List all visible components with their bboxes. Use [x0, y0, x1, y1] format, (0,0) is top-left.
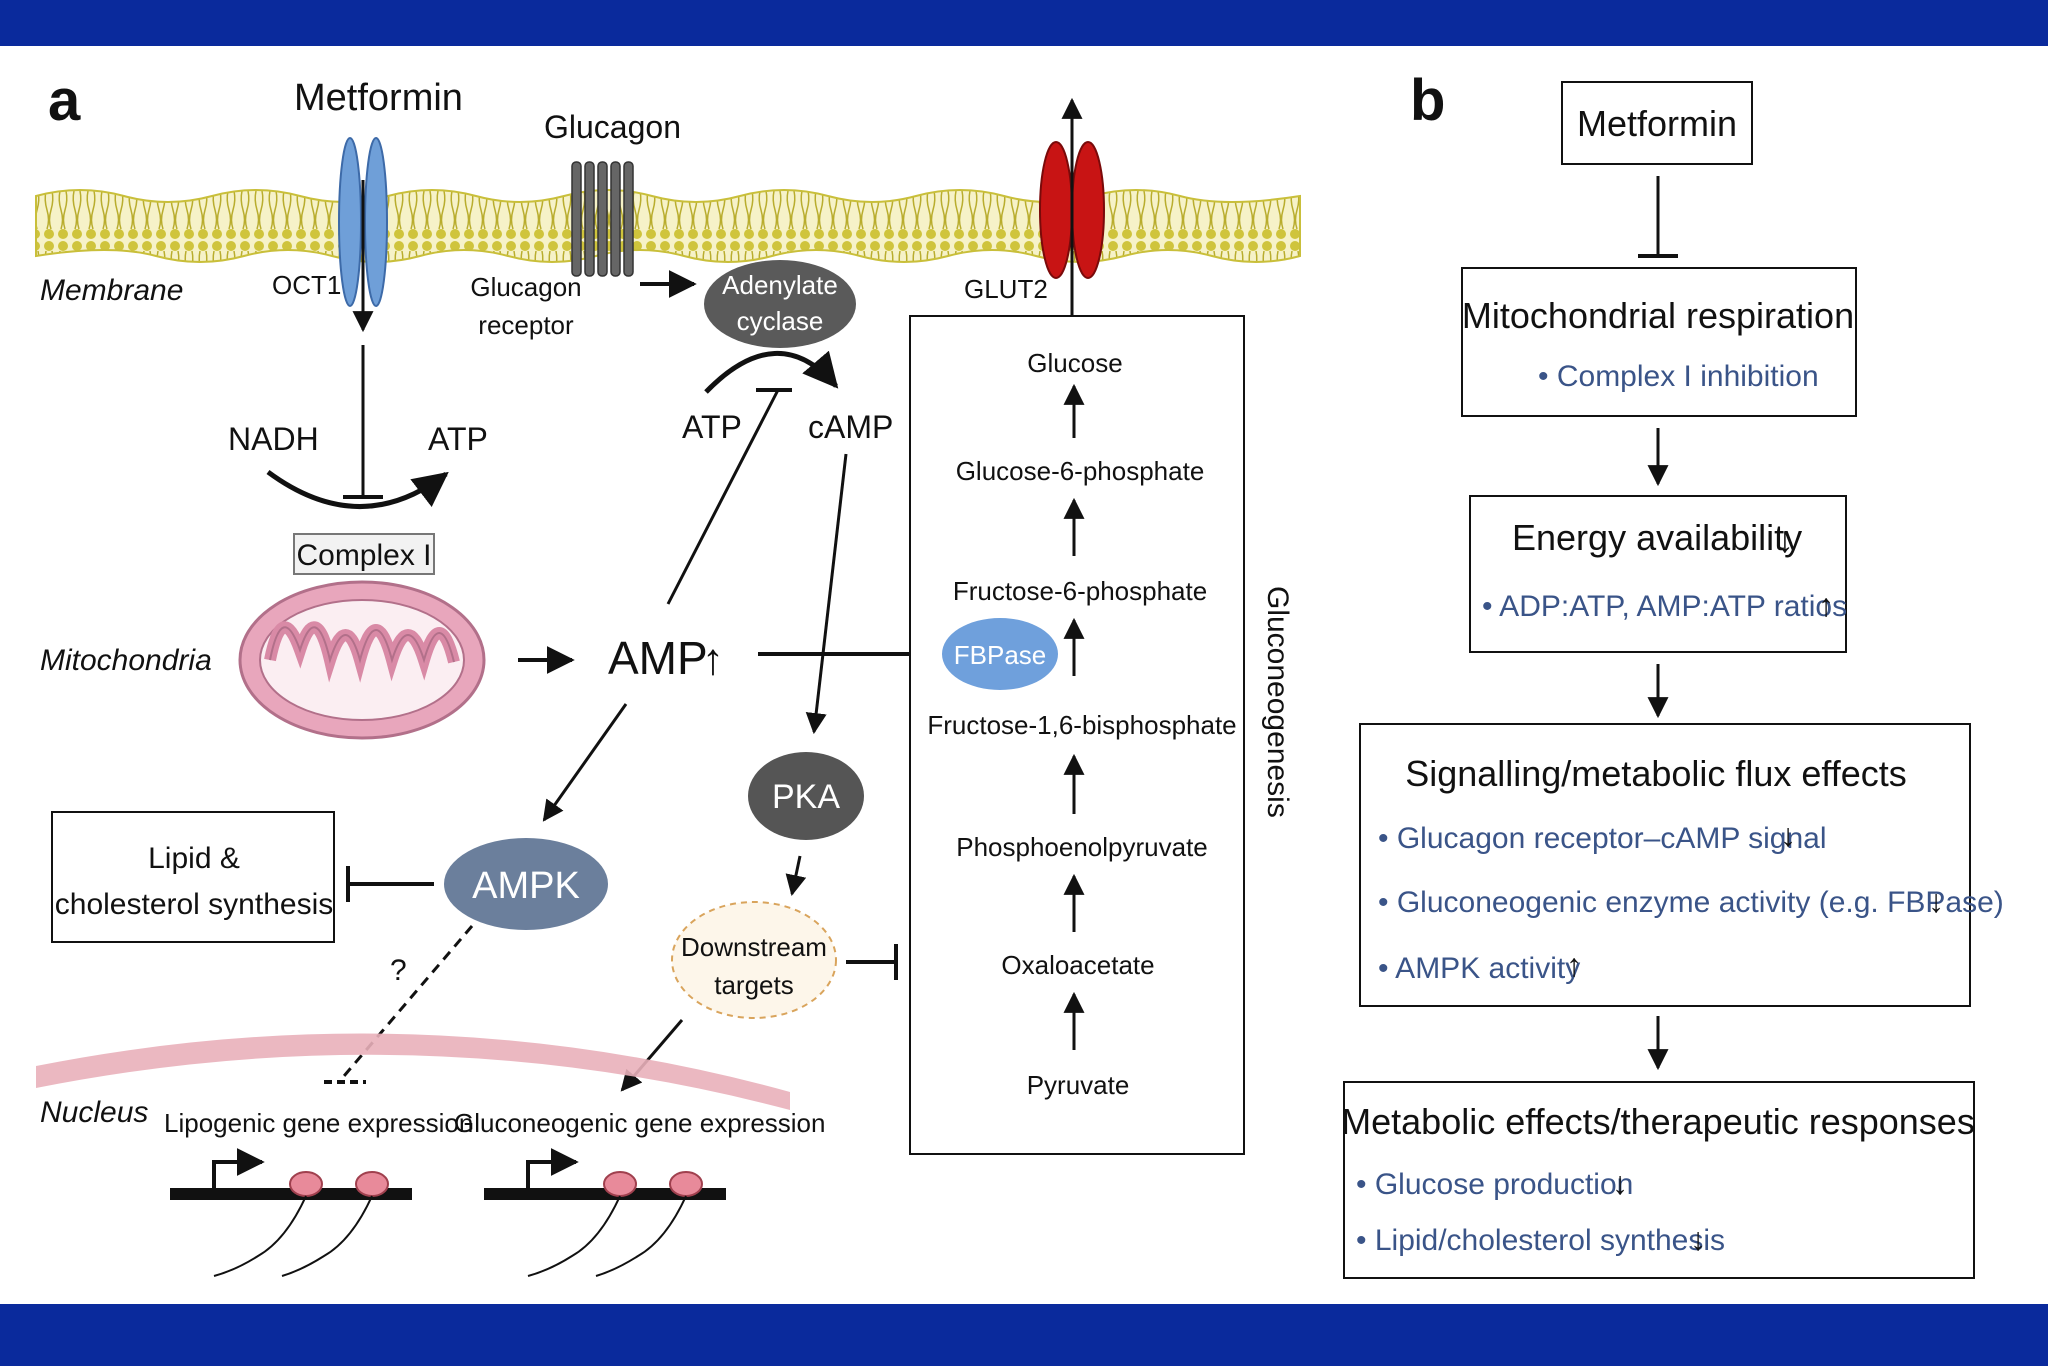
- question-mark: ?: [390, 954, 407, 987]
- pathway-glucose: Glucose: [1027, 348, 1122, 378]
- fbpase-label: FBPase: [954, 640, 1047, 670]
- b-box4-item-1-down-icon: ↓: [1612, 1165, 1628, 1201]
- gluconeogenic-gene-icon: [484, 1148, 726, 1277]
- lipid-label-2: cholesterol synthesis: [55, 888, 333, 921]
- pathway-phosphoenolpyruvate: Phosphoenolpyruvate: [956, 832, 1208, 862]
- b-metformin-label: Metformin: [1577, 103, 1737, 144]
- nucleus-envelope: [36, 1033, 790, 1110]
- ampk-label: AMPK: [472, 865, 580, 907]
- amp-label: AMP: [608, 632, 708, 684]
- adenylate-cyclase: [704, 260, 856, 348]
- bottom-frame-bar: [0, 1304, 2048, 1366]
- membrane-label: Membrane: [40, 274, 183, 307]
- downstream-targets: [671, 901, 837, 1019]
- fbpase: [942, 618, 1058, 690]
- b-metabolic-box: [1343, 1081, 1975, 1279]
- b-box4-item-1: • Glucose production: [1356, 1168, 1633, 1201]
- nadh-atp-arrow: [266, 469, 449, 509]
- b-box3-item-2: • Gluconeogenic enzyme activity (e.g. FB…: [1378, 886, 2004, 919]
- pathway-oxaloacetate: Oxaloacetate: [1001, 950, 1154, 980]
- oct1-transporter-left: [338, 137, 362, 307]
- b-box4-title: Metabolic effects/therapeutic responses: [1341, 1101, 1975, 1142]
- panel-a-letter: a: [48, 68, 81, 133]
- amp-to-ampk-arrow: [542, 703, 628, 822]
- mitochondrion: [238, 580, 486, 740]
- adenylate-cyclase-label-2: cyclase: [737, 306, 824, 336]
- lipogenic-gene-label: Lipogenic gene expression: [164, 1108, 473, 1138]
- top-frame-bar: [0, 0, 2048, 46]
- b-signalling-box: [1359, 723, 1971, 1007]
- complex-i-box: [293, 533, 435, 575]
- b-metformin-box: [1561, 81, 1753, 165]
- nadh-label: NADH: [228, 421, 319, 457]
- glucagon-receptor-label-1: Glucagon: [470, 272, 581, 302]
- b-box3-item-2-down-icon: ↓: [1928, 883, 1944, 919]
- glucagon-receptor-icon: [571, 161, 634, 277]
- camp-label: cAMP: [808, 409, 893, 445]
- nucleus-label: Nucleus: [40, 1096, 148, 1129]
- adenylate-cyclase-label-1: Adenylate: [722, 270, 838, 300]
- b-box4-item-2-down-icon: ↓: [1690, 1221, 1706, 1257]
- b-box2-item-1: • ADP:ATP, AMP:ATP ratios: [1482, 590, 1847, 623]
- pka-label: PKA: [772, 778, 840, 816]
- lipid-cholesterol-box: [51, 811, 335, 943]
- lipogenic-gene-icon: [170, 1148, 412, 1277]
- b-box3-item-1: • Glucagon receptor–cAMP signal: [1378, 822, 1827, 855]
- panel-b-letter: b: [1410, 68, 1445, 133]
- b-box3-title: Signalling/metabolic flux effects: [1405, 753, 1907, 794]
- downstream-label-2: targets: [714, 970, 794, 1000]
- gluconeogenesis-box: [909, 315, 1245, 1155]
- b-box3-item-3-up-icon: ↑: [1566, 947, 1582, 983]
- glut2-label: GLUT2: [964, 274, 1048, 304]
- targets-to-gene-expression-arrow: [620, 1019, 684, 1092]
- glut2-transporter-right: [1071, 141, 1105, 279]
- downstream-label-1: Downstream: [681, 932, 827, 962]
- b-box1-title: Mitochondrial respiration: [1462, 295, 1854, 336]
- glut2-transporter-left: [1039, 141, 1073, 279]
- b-energy-box: [1469, 495, 1847, 653]
- pka-to-targets-arrow: [785, 855, 807, 897]
- gluconeogenesis-label: Gluconeogenesis: [1261, 586, 1294, 818]
- complex-i-label: Complex I: [296, 539, 431, 572]
- atp-to-camp-arrow: [704, 350, 839, 394]
- pathway-fructose-1-6-bisphosphate: Fructose-1,6-bisphosphate: [927, 710, 1236, 740]
- oct1-transporter-right: [364, 137, 388, 307]
- b-box2-down-arrow-icon: ↓: [1776, 519, 1794, 560]
- b-box3-item-3: • AMPK activity: [1378, 952, 1580, 985]
- oct1-label: OCT1: [272, 270, 341, 300]
- pathway-glucose-6-phosphate: Glucose-6-phosphate: [956, 456, 1205, 486]
- pathway-pyruvate: Pyruvate: [1027, 1070, 1130, 1100]
- b-box4-item-2: • Lipid/cholesterol synthesis: [1356, 1224, 1725, 1257]
- amp-up-arrow-icon: ↑: [702, 635, 724, 684]
- ampk: [444, 838, 608, 930]
- glucagon-label: Glucagon: [544, 109, 681, 145]
- amp-inhibits-adenylate-cyclase: [666, 389, 780, 605]
- cell-membrane: [35, 189, 1301, 263]
- atp-label-left: ATP: [428, 421, 488, 457]
- pathway-fructose-6-phosphate: Fructose-6-phosphate: [953, 576, 1207, 606]
- metformin-label: Metformin: [294, 77, 463, 119]
- mitochondria-label: Mitochondria: [40, 644, 212, 677]
- atp-label-right: ATP: [682, 409, 742, 445]
- b-mitochondrial-box: [1461, 267, 1857, 417]
- b-box1-item-1: • Complex I inhibition: [1538, 360, 1819, 393]
- lipid-label-1: Lipid &: [148, 842, 240, 875]
- b-box2-up-arrow-icon: ↑: [1818, 587, 1834, 623]
- b-box3-item-1-down-icon: ↓: [1780, 817, 1796, 853]
- pka: [748, 752, 864, 840]
- gluconeogenic-gene-label: Gluconeogenic gene expression: [454, 1108, 825, 1138]
- glucagon-receptor-label-2: receptor: [478, 310, 574, 340]
- camp-to-pka-arrow: [805, 453, 848, 735]
- b-box2-title: Energy availability: [1512, 517, 1802, 558]
